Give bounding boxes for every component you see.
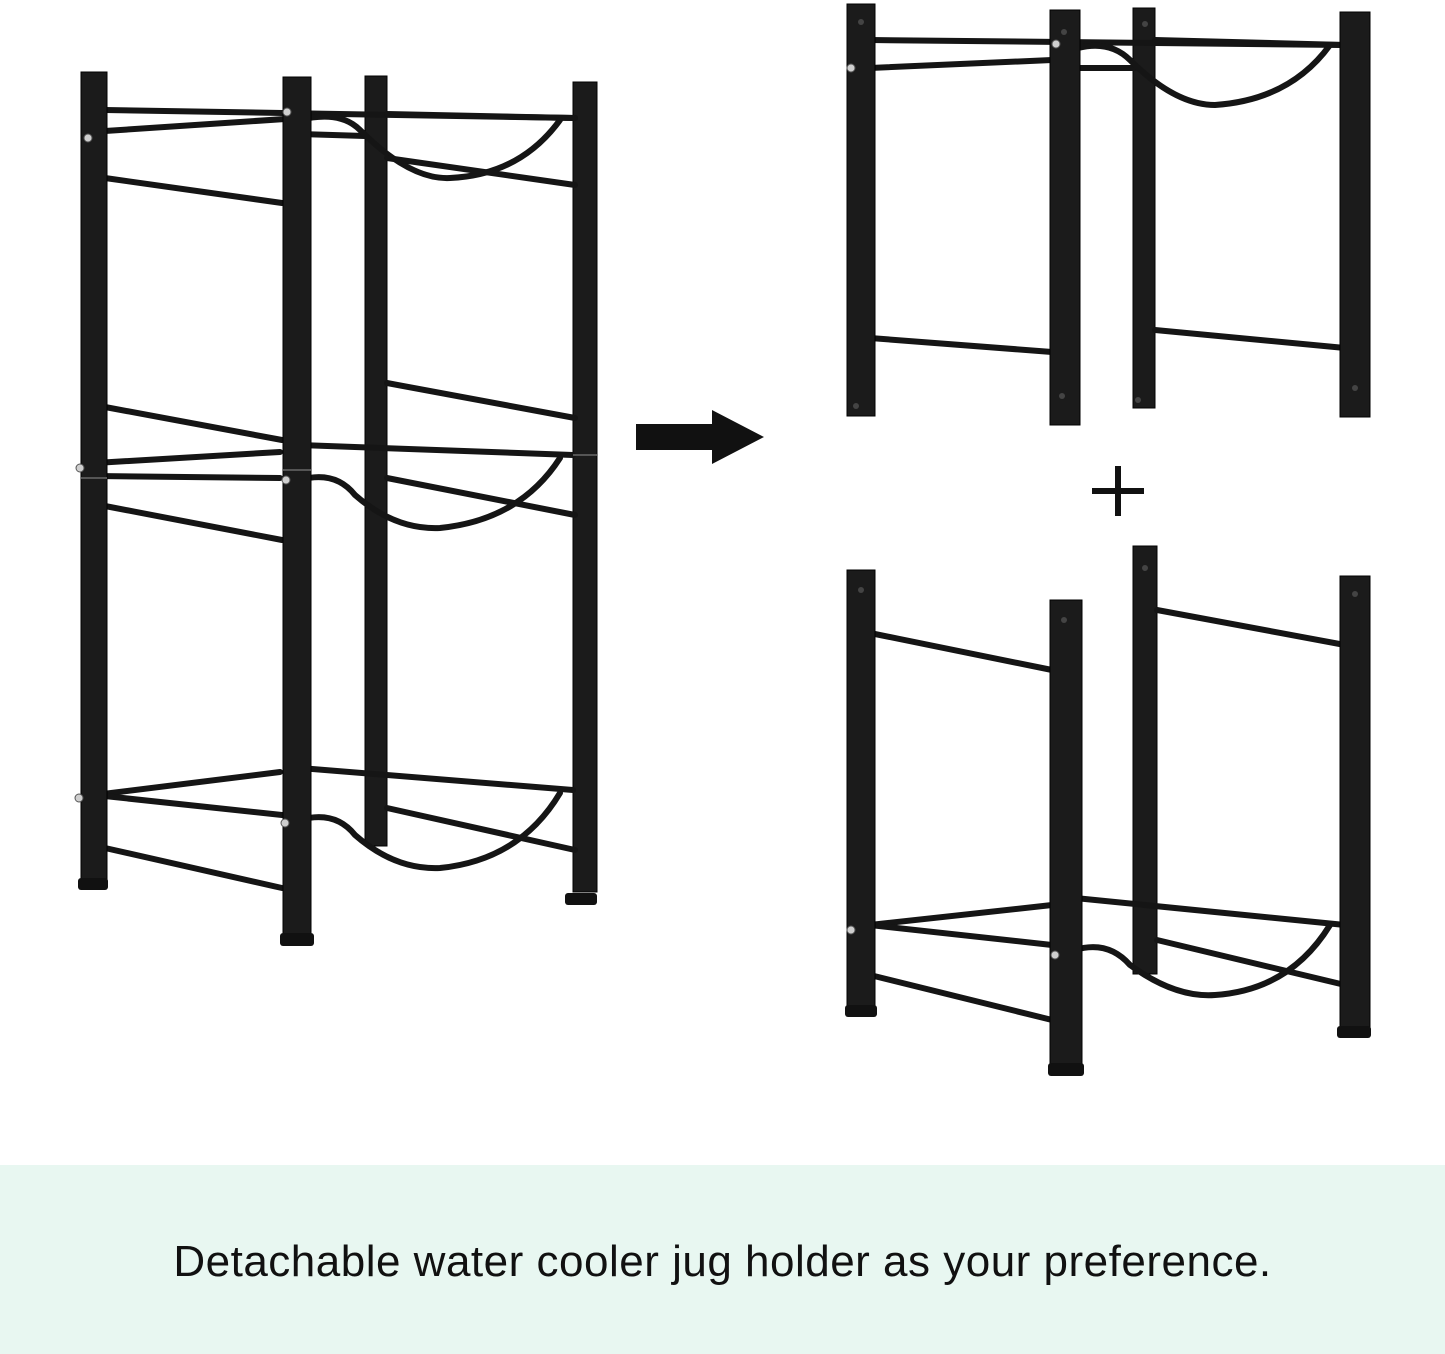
assembled-rack	[74, 71, 598, 946]
lower-tier-module	[845, 545, 1371, 1076]
upper-tier-module	[846, 3, 1371, 426]
plus-icon	[1092, 466, 1144, 516]
product-illustration	[74, 3, 1371, 1076]
caption-band: Detachable water cooler jug holder as yo…	[0, 1165, 1445, 1354]
caption-text: Detachable water cooler jug holder as yo…	[173, 1236, 1272, 1286]
right-arrow-icon	[636, 410, 764, 464]
